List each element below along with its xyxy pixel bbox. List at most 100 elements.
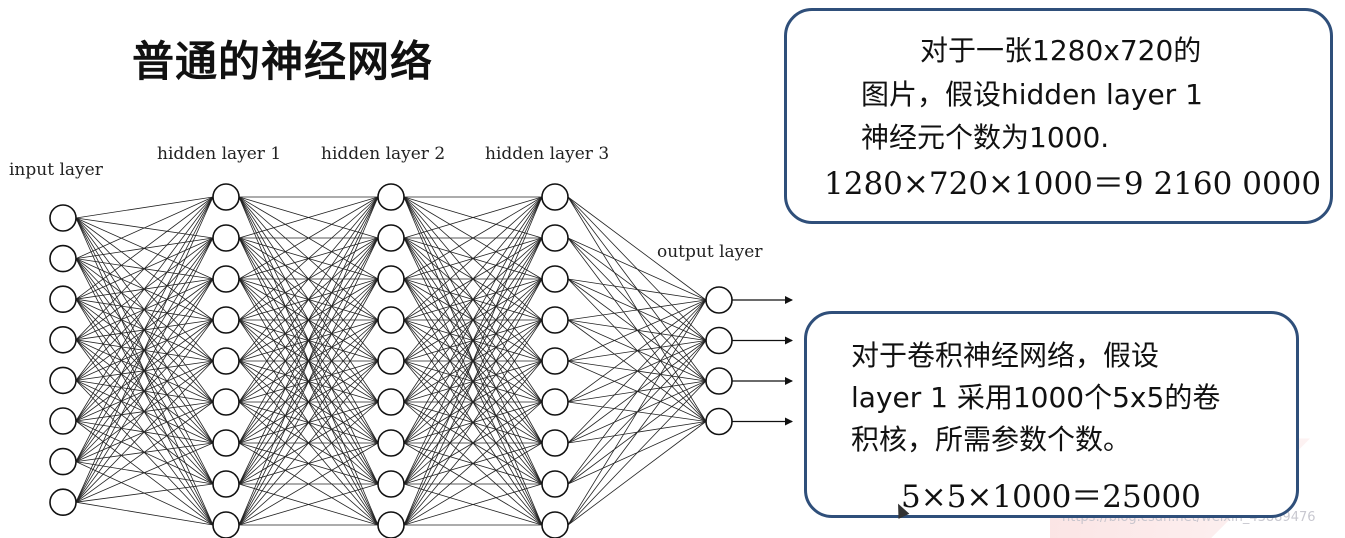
box2-line-2: layer 1 采用1000个5x5的卷: [851, 381, 1221, 414]
fully-connected-param-box: 对于一张1280x720的 图片，假设hidden layer 1 神经元个数为…: [784, 8, 1333, 224]
connection-line: [75, 278, 214, 503]
connection-line: [403, 196, 543, 485]
neuron-layer-1: [49, 325, 77, 354]
neuron-layer-4: [541, 224, 569, 252]
connection-line: [403, 196, 543, 239]
neuron-layer-2: [212, 224, 240, 252]
neuron-layer-2: [212, 429, 240, 457]
connection-line: [567, 278, 707, 301]
connection-line: [567, 299, 707, 362]
connection-line: [238, 483, 379, 526]
output-layer-label: output layer: [657, 242, 763, 262]
connection-line: [567, 237, 707, 301]
connection-line: [75, 196, 214, 341]
neuron-layer-3: [377, 347, 405, 375]
neuron-layer-4: [541, 511, 569, 538]
neuron-layer-1: [49, 407, 77, 435]
connection-line: [567, 299, 707, 444]
neuron-layer-2: [212, 388, 240, 416]
connection-line: [238, 196, 379, 444]
connection-line: [567, 299, 707, 403]
connection-line: [75, 501, 214, 526]
neuron-layer-3: [377, 265, 405, 293]
connection-line: [75, 196, 214, 381]
connection-line: [403, 360, 543, 526]
connection-line: [403, 196, 543, 321]
connection-line: [75, 196, 214, 422]
connection-line: [567, 299, 707, 526]
neural-network-diagram: input layer hidden layer 1 hidden layer …: [9, 144, 793, 538]
connection-line: [403, 483, 543, 526]
connection-line: [75, 196, 214, 259]
connection-line: [403, 196, 543, 280]
neuron-layer-4: [541, 470, 569, 498]
connection-line: [238, 237, 379, 526]
connection-line: [238, 196, 379, 362]
page-title: 普通的神经网络: [132, 37, 434, 86]
connection-line: [403, 196, 543, 403]
neuron-layer-4: [541, 183, 569, 211]
connection-line: [75, 401, 214, 503]
neuron-layer-3: [377, 183, 405, 211]
connection-line: [403, 196, 543, 526]
connection-line: [238, 196, 379, 321]
neuron-layer-4: [541, 347, 569, 375]
neuron-layer-4: [541, 429, 569, 457]
connection-line: [403, 319, 543, 526]
connection-line: [238, 196, 379, 280]
neuron-layer-5: [705, 367, 733, 395]
connection-line: [75, 196, 214, 503]
connection-line: [567, 380, 707, 526]
input-layer-label: input layer: [9, 160, 104, 180]
neurons: [49, 183, 733, 538]
connection-line: [238, 319, 379, 526]
output-arrows: [732, 296, 793, 426]
neuron-layer-1: [49, 366, 77, 395]
connection-line: [238, 196, 379, 485]
hidden-layer-3-label: hidden layer 3: [485, 144, 609, 164]
neuron-layer-2: [212, 306, 240, 334]
connection-line: [75, 237, 214, 503]
connection-line: [75, 442, 214, 503]
neuron-layer-4: [541, 388, 569, 416]
connection-line: [567, 299, 707, 485]
connection-line: [567, 299, 707, 321]
neuron-layer-2: [212, 347, 240, 375]
connection-line: [567, 196, 707, 301]
hidden-layer-1-label: hidden layer 1: [157, 144, 281, 164]
connection-line: [403, 401, 543, 526]
neuron-layer-3: [377, 470, 405, 498]
connection-line: [238, 278, 379, 526]
neuron-layer-3: [377, 388, 405, 416]
connection-line: [75, 196, 214, 300]
connection-line: [75, 196, 214, 219]
box1-line-2: 图片，假设hidden layer 1: [861, 78, 1203, 111]
connection-line: [75, 360, 214, 503]
connection-line: [403, 196, 543, 444]
neuron-layer-5: [705, 407, 733, 436]
neuron-layer-2: [212, 470, 240, 498]
connection-line: [403, 278, 543, 526]
box1-line-1: 对于一张1280x720的: [920, 34, 1202, 67]
neuron-layer-1: [49, 488, 77, 517]
connection-line: [238, 196, 379, 239]
box2-line-1: 对于卷积神经网络，假设: [851, 339, 1160, 372]
neuron-layer-1: [49, 285, 77, 314]
box2-line-3: 积核，所需参数个数。: [851, 423, 1132, 456]
connection-line: [238, 360, 379, 526]
connection-line: [238, 196, 379, 403]
neuron-layer-3: [377, 511, 405, 538]
neuron-layer-3: [377, 224, 405, 252]
connection-line: [403, 237, 543, 526]
neuron-layer-1: [49, 447, 77, 476]
box1-equation: 1280×720×1000＝9 2160 0000: [824, 166, 1322, 202]
neuron-layer-5: [705, 326, 733, 355]
neuron-layer-5: [705, 286, 733, 314]
neuron-layer-2: [212, 183, 240, 211]
connection-line: [75, 196, 214, 462]
convolution-param-box: 对于卷积神经网络，假设 layer 1 采用1000个5x5的卷 积核，所需参数…: [804, 311, 1299, 518]
connection-line: [238, 442, 379, 526]
connection-line: [75, 319, 214, 503]
connections: [75, 196, 707, 526]
neuron-layer-1: [49, 204, 77, 232]
